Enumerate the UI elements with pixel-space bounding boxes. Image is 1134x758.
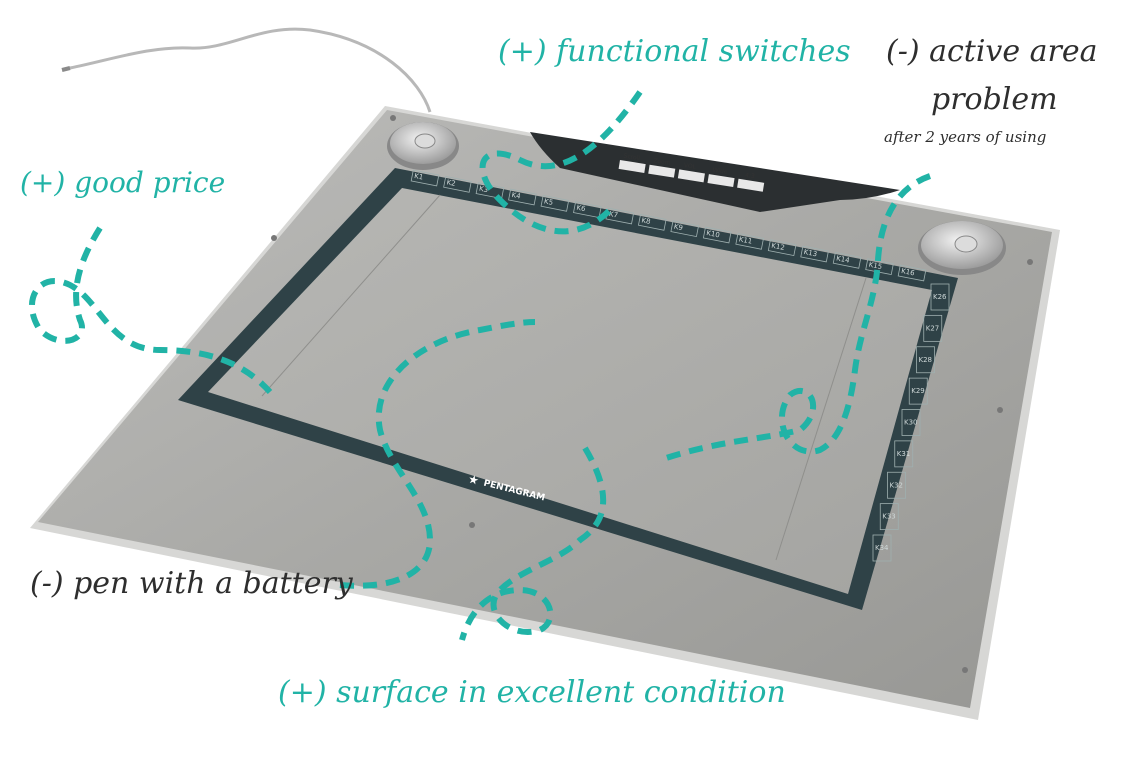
fn-label-scroll: Scroll xyxy=(623,153,641,163)
hotkey-label: K27 xyxy=(926,324,940,332)
hotkey-label: K16 xyxy=(900,267,915,278)
star-icon: ★ xyxy=(467,472,481,488)
hotkey-k4[interactable]: K4 xyxy=(508,188,537,206)
hotkey-k28[interactable]: K28 xyxy=(916,346,935,374)
dash-pen-battery xyxy=(339,319,536,589)
dash-good-price xyxy=(28,226,273,395)
hotkey-label: K9 xyxy=(673,223,683,233)
dash-active-area xyxy=(659,173,932,463)
hotkey-label: K7 xyxy=(608,210,618,220)
annotation-pen-battery: (-) pen with a battery xyxy=(30,566,353,601)
hotkey-label: K34 xyxy=(875,544,889,552)
annotation-active-area-problem: problem xyxy=(931,82,1058,117)
right-scroll-wheel-icon xyxy=(918,221,1006,275)
annotation-good-price: (+) good price xyxy=(20,166,226,199)
hotkey-k12[interactable]: K12 xyxy=(767,239,797,257)
hotkey-label: K5 xyxy=(543,197,553,207)
hotkey-label: K30 xyxy=(904,419,918,427)
active-area-surface xyxy=(208,188,932,594)
fn-button-zoom xyxy=(648,164,676,178)
hotkey-label: K13 xyxy=(803,248,818,258)
fn-button-vol xyxy=(677,169,705,183)
fn-label-vol: VOL xyxy=(683,162,697,171)
hotkey-k11[interactable]: K11 xyxy=(735,232,764,250)
fn-button-scroll xyxy=(618,160,646,173)
hotkey-k31[interactable]: K31 xyxy=(894,440,914,468)
hotkey-k30[interactable]: K30 xyxy=(901,409,921,436)
hotkey-k2[interactable]: K2 xyxy=(443,175,472,193)
hotkey-k1[interactable]: K1 xyxy=(410,169,440,187)
hotkey-label: K29 xyxy=(911,387,925,395)
left-scroll-wheel-icon xyxy=(387,122,459,170)
hotkey-k27[interactable]: K27 xyxy=(923,314,943,342)
hotkey-k29[interactable]: K29 xyxy=(908,377,928,405)
fn-button-wide xyxy=(707,174,735,188)
hotkey-k5[interactable]: K5 xyxy=(540,194,570,212)
annotation-dashes xyxy=(28,90,932,641)
hotkey-k6[interactable]: K6 xyxy=(573,201,602,219)
function-panel xyxy=(530,132,900,212)
hotkey-k13[interactable]: K13 xyxy=(800,245,829,263)
hotkey-k16[interactable]: K16 xyxy=(897,264,927,282)
hotkey-label: K10 xyxy=(706,229,721,239)
hotkey-label: K32 xyxy=(890,481,904,489)
hotkey-k8[interactable]: K8 xyxy=(637,213,667,231)
annotation-active-area-note: after 2 years of using xyxy=(884,128,1047,146)
hotkey-k9[interactable]: K9 xyxy=(670,220,700,238)
hotkey-label: K2 xyxy=(446,178,456,188)
fn-label-4-3: 4:3 xyxy=(745,172,756,180)
hotkey-label: K12 xyxy=(771,242,786,252)
usb-cable xyxy=(69,27,432,113)
hotkey-label: K8 xyxy=(641,216,651,226)
tablet-body xyxy=(30,106,1060,720)
hotkey-label: K4 xyxy=(511,191,522,201)
hotkey-label: K26 xyxy=(933,293,947,301)
hotkey-k26[interactable]: K26 xyxy=(930,283,950,311)
annotation-surface: (+) surface in excellent condition xyxy=(278,675,786,710)
annotation-active-area: (-) active area xyxy=(886,34,1098,69)
hotkey-k34[interactable]: K34 xyxy=(872,534,892,562)
hotkey-k10[interactable]: K10 xyxy=(702,226,732,244)
hotkey-label: K28 xyxy=(919,356,933,364)
dash-functional-switches xyxy=(479,90,643,235)
hotkey-k33[interactable]: K33 xyxy=(879,503,899,531)
hotkey-k14[interactable]: K14 xyxy=(832,251,862,269)
fn-label-zoom: Zoom xyxy=(653,157,671,167)
hotkey-label: K15 xyxy=(868,261,883,271)
hotkey-k32[interactable]: K32 xyxy=(887,471,906,499)
hotkey-label: K14 xyxy=(836,254,851,265)
hotkey-label: K31 xyxy=(897,450,911,458)
annotation-functional-switches: (+) functional switches xyxy=(498,34,851,69)
hotkey-label: K11 xyxy=(738,235,753,245)
hotkey-label: K33 xyxy=(882,513,896,521)
fn-button-4-3 xyxy=(737,178,765,192)
fn-label-wide: Wide xyxy=(712,167,728,176)
dash-surface xyxy=(459,446,607,641)
hotkey-label: K6 xyxy=(576,204,587,214)
hotkey-label: K1 xyxy=(413,172,423,182)
hotkey-label: K3 xyxy=(478,185,488,195)
function-buttons: Scroll Zoom VOL Wide 4:3 xyxy=(618,153,765,192)
